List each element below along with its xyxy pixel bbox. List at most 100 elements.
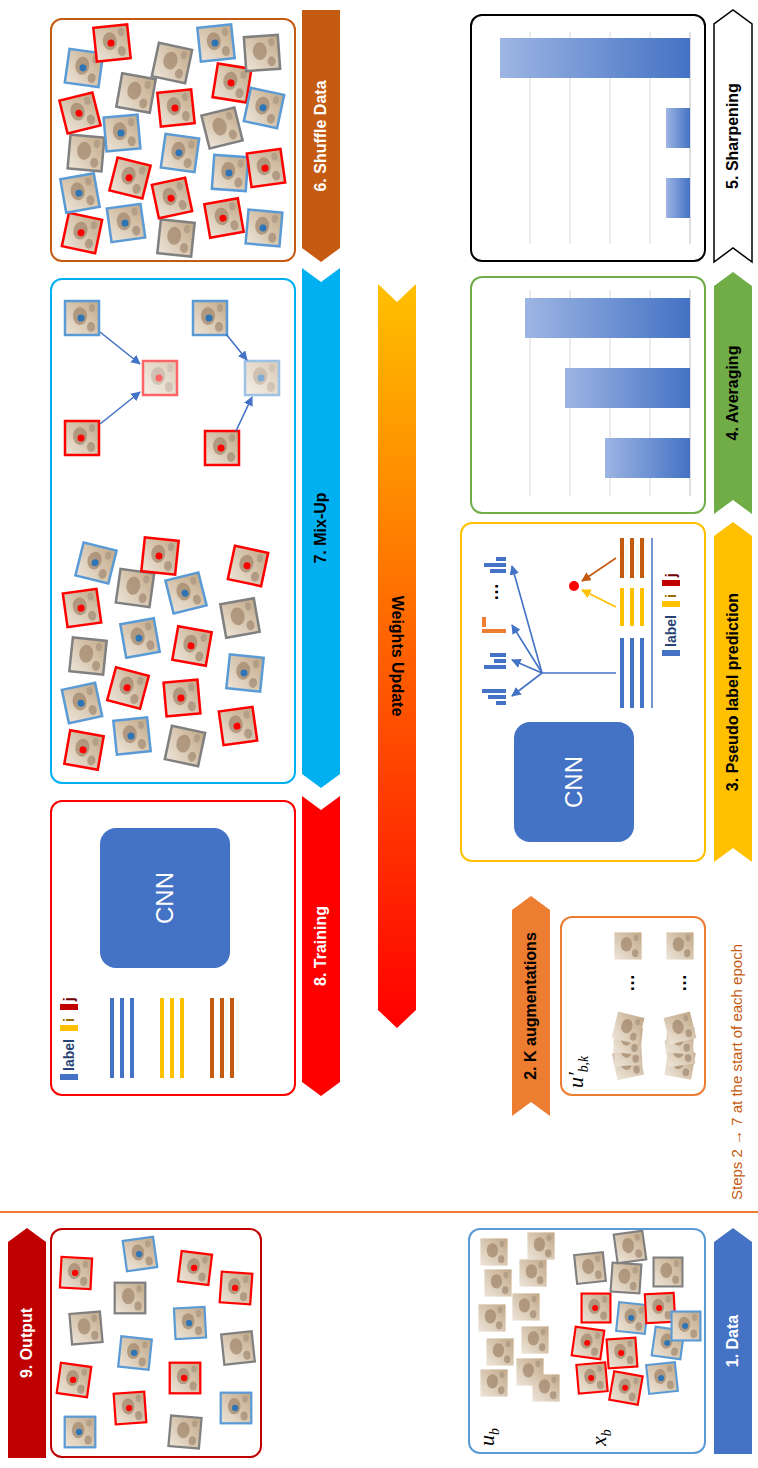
cell-image	[116, 73, 155, 112]
line-stack	[640, 638, 644, 708]
cell-image	[219, 707, 257, 745]
bar-chart	[525, 290, 690, 496]
cell-image	[165, 726, 205, 766]
step-heading: 7. Mix-Up	[302, 280, 340, 776]
cell-image	[62, 683, 102, 723]
cell-image	[484, 1269, 511, 1296]
ellipsis: …	[668, 966, 692, 1000]
step-box: 5. Sharpening	[470, 14, 706, 262]
line-stack	[230, 998, 234, 1078]
ellipsis: …	[616, 966, 640, 1000]
step-box: 9. Output	[50, 1228, 262, 1458]
cell-image	[62, 537, 268, 769]
cell-image	[164, 680, 201, 717]
line-stack	[170, 998, 174, 1078]
cell-image	[244, 88, 284, 128]
legend-item: j	[60, 997, 78, 1010]
cell-image	[220, 598, 259, 637]
cell-image	[226, 654, 263, 691]
line-stack	[630, 638, 634, 708]
legend-text: j	[663, 573, 679, 577]
step-chevron	[714, 1228, 752, 1454]
legend-swatch	[60, 1004, 78, 1010]
cell-image	[178, 1251, 212, 1285]
cell-image	[228, 546, 268, 586]
step-box: 1. Dataubxb	[468, 1228, 706, 1454]
math-symbol: u	[474, 1435, 499, 1446]
legend-item: label	[60, 1039, 78, 1080]
step-chevron	[714, 272, 752, 514]
band-label: Weights Update	[378, 296, 416, 1016]
mini-chart	[488, 695, 506, 699]
cell-image	[64, 730, 103, 769]
arrow	[512, 566, 542, 673]
line-stack	[210, 998, 214, 1078]
cell-image	[152, 43, 192, 83]
line-stack	[110, 998, 114, 1078]
step-box: 6. Shuffle Data	[50, 18, 296, 262]
arrow	[100, 332, 252, 431]
cell-image	[611, 1263, 642, 1294]
step-box: 7. Mix-Up	[50, 278, 296, 784]
arrow	[226, 334, 247, 360]
cell-image	[220, 1272, 253, 1305]
cell-image	[574, 1252, 606, 1284]
arrow	[512, 558, 616, 696]
step-heading: 3. Pseudo label prediction	[714, 534, 752, 850]
cnn-box: CNN	[100, 828, 230, 968]
cell-image	[478, 1232, 559, 1401]
legend-item: label	[662, 615, 680, 656]
mini-chart	[482, 557, 506, 705]
cell-image	[246, 210, 283, 247]
cell-image	[672, 1312, 701, 1341]
cell-image	[115, 1283, 146, 1314]
line-stack	[630, 538, 634, 578]
pseudo-label-dot	[569, 581, 579, 591]
math-label: u′b,k	[563, 1018, 595, 1088]
mini-chart	[482, 689, 506, 693]
cell-image	[654, 1258, 683, 1287]
step-chevron	[714, 10, 752, 262]
line-stack	[220, 998, 224, 1078]
cell-image	[65, 301, 279, 465]
cell-image	[123, 1237, 158, 1272]
note-text: Steps 2 → 7 at the start of each epoch	[724, 870, 750, 1200]
line-stack	[112, 998, 232, 1078]
cnn-label: CNN	[514, 722, 634, 842]
cell-image	[170, 1363, 201, 1394]
mini-chart	[490, 653, 506, 657]
cell-image	[116, 569, 154, 607]
cell-image	[57, 1237, 255, 1449]
cell-image	[118, 1336, 152, 1370]
step-chevron	[302, 268, 340, 788]
cell-image	[247, 149, 285, 187]
pseudo-label-dot	[569, 581, 579, 591]
cell-image	[486, 1338, 513, 1365]
bar-chart	[525, 298, 690, 338]
arrow	[582, 590, 616, 607]
cell-image	[157, 219, 194, 256]
cell-image	[60, 173, 99, 212]
cell-image	[576, 1362, 607, 1393]
bar-chart	[500, 32, 690, 244]
separator-line	[0, 1211, 758, 1213]
bar-chart	[666, 178, 690, 218]
cell-image	[75, 542, 116, 583]
legend-item: i	[60, 1018, 78, 1031]
step-chevron	[302, 796, 340, 1096]
legend: label ij	[60, 997, 78, 1080]
cell-image	[62, 213, 102, 253]
bar-chart	[605, 438, 690, 478]
mini-chart	[496, 557, 506, 561]
mini-chart	[484, 563, 506, 567]
line-stack	[640, 538, 644, 578]
arrow	[236, 397, 252, 431]
cell-image	[68, 135, 105, 172]
cell-image	[193, 301, 227, 335]
cell-image	[157, 89, 194, 126]
cell-image	[172, 626, 211, 665]
cell-image	[65, 421, 99, 455]
step-heading: 1. Data	[714, 1240, 752, 1442]
